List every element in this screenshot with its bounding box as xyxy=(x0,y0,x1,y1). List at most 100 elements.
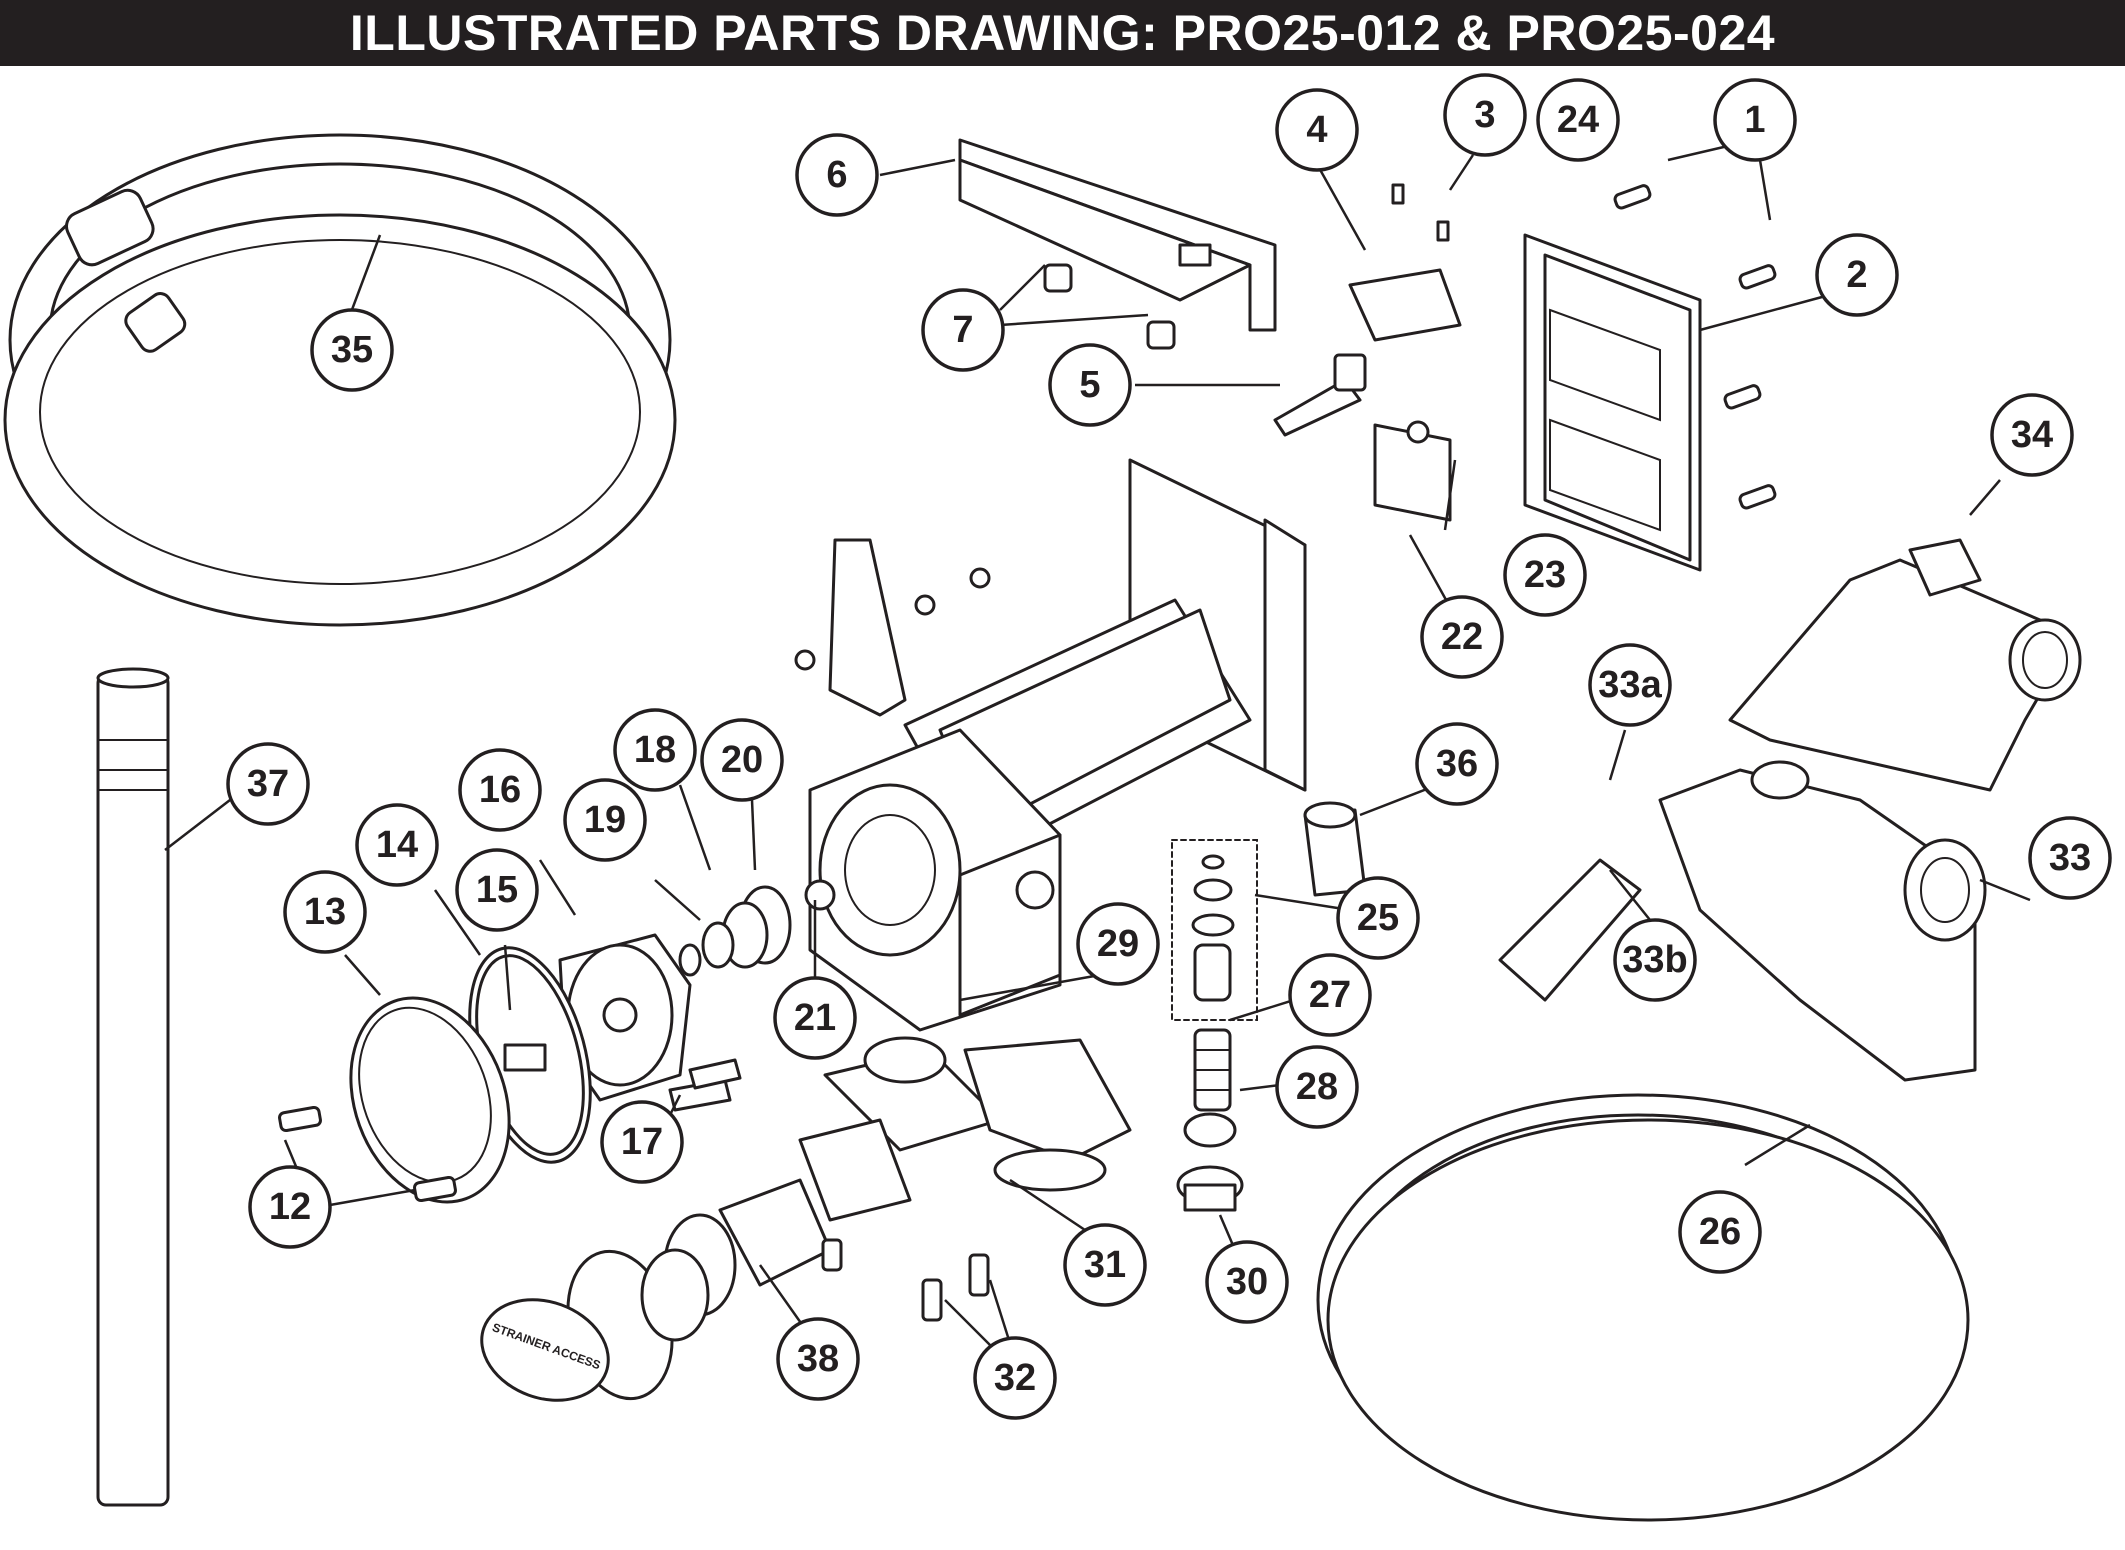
callout-circle xyxy=(355,803,439,887)
callout-21: 21 xyxy=(773,976,857,1060)
callout-circle xyxy=(563,778,647,862)
callout-24: 24 xyxy=(1536,78,1620,162)
callout-circle xyxy=(1443,73,1527,157)
hose-coil-26 xyxy=(1316,1093,1970,1522)
callout-circle xyxy=(1275,88,1359,172)
fitting-36 xyxy=(1303,801,1367,897)
callout-30: 30 xyxy=(1205,1240,1289,1324)
callout-circle xyxy=(248,1165,332,1249)
page-title: ILLUSTRATED PARTS DRAWING: PRO25-012 & P… xyxy=(349,5,1776,61)
callout-label: 31 xyxy=(1084,1244,1126,1286)
bracket-6 xyxy=(958,138,1277,332)
callout-circle xyxy=(455,848,539,932)
callout-6: 6 xyxy=(795,133,879,217)
callout-label: 24 xyxy=(1557,99,1599,141)
callout-circle xyxy=(1588,643,1672,727)
callout-circle xyxy=(776,1317,860,1401)
callout-circle xyxy=(1503,533,1587,617)
cover-plate-24 xyxy=(1523,233,1702,572)
callout-label: 36 xyxy=(1436,743,1478,785)
callout-37: 37 xyxy=(226,742,310,826)
suction-tube-37 xyxy=(96,667,170,1507)
callout-label: 32 xyxy=(994,1357,1036,1399)
callout-26: 26 xyxy=(1678,1190,1762,1274)
callout-4: 4 xyxy=(1275,88,1359,172)
manifold-31 xyxy=(798,1036,1132,1222)
callout-36: 36 xyxy=(1415,722,1499,806)
callout-33a: 33a xyxy=(1588,643,1672,727)
callout-label: 2 xyxy=(1846,254,1867,296)
parts-drawing: STRAINER ACCESS xyxy=(3,73,2112,1522)
valve-stack-25 xyxy=(1171,839,1258,1021)
callout-circle xyxy=(1288,953,1372,1037)
callout-29: 29 xyxy=(1076,902,1160,986)
callout-circle xyxy=(1076,902,1160,986)
callout-15: 15 xyxy=(455,848,539,932)
cover-13 xyxy=(349,996,511,1204)
callout-34: 34 xyxy=(1990,393,2074,477)
callout-circle xyxy=(1063,1223,1147,1307)
callout-circle xyxy=(795,133,879,217)
callout-circle xyxy=(1420,595,1504,679)
plug-30 xyxy=(1176,1165,1244,1212)
nozzle-34 xyxy=(1728,538,2082,792)
callout-31: 31 xyxy=(1063,1223,1147,1307)
screws-1 xyxy=(1613,184,1777,510)
callout-33: 33 xyxy=(2028,816,2112,900)
callout-label: 34 xyxy=(2011,414,2053,456)
spring-27 xyxy=(1193,1028,1232,1112)
callout-7: 7 xyxy=(921,288,1005,372)
callout-label: 3 xyxy=(1474,94,1495,136)
callout-circle xyxy=(600,1100,684,1184)
vanes-17 xyxy=(668,1058,742,1112)
callout-circle xyxy=(1990,393,2074,477)
callout-label: 5 xyxy=(1079,364,1100,406)
title-bar: ILLUSTRATED PARTS DRAWING: PRO25-012 & P… xyxy=(0,0,2125,66)
bolts-7 xyxy=(1043,263,1176,350)
callout-16: 16 xyxy=(458,748,542,832)
callout-circle xyxy=(283,870,367,954)
callout-13: 13 xyxy=(283,870,367,954)
callout-circle xyxy=(1205,1240,1289,1324)
callout-circle xyxy=(973,1336,1057,1420)
callout-label: 1 xyxy=(1744,99,1765,141)
callout-circle xyxy=(1048,343,1132,427)
callout-layer: 1234567121314151617181920212223242526272… xyxy=(226,73,2112,1420)
callout-circle xyxy=(1275,1045,1359,1129)
callout-circle xyxy=(613,708,697,792)
callout-label: 33b xyxy=(1622,939,1687,981)
callout-5: 5 xyxy=(1048,343,1132,427)
callout-35: 35 xyxy=(310,308,394,392)
callout-circle xyxy=(1536,78,1620,162)
callout-23: 23 xyxy=(1503,533,1587,617)
bolts-32 xyxy=(821,1238,990,1322)
callout-circle xyxy=(1815,233,1899,317)
callout-25: 25 xyxy=(1336,876,1420,960)
callout-label: 12 xyxy=(269,1186,311,1228)
bolts-12 xyxy=(278,1105,457,1203)
callout-38: 38 xyxy=(776,1317,860,1401)
callout-label: 29 xyxy=(1097,923,1139,965)
callout-17: 17 xyxy=(600,1100,684,1184)
breaker-23 xyxy=(1373,420,1452,522)
callout-label: 18 xyxy=(634,729,676,771)
callout-label: 28 xyxy=(1296,1066,1338,1108)
callout-circle xyxy=(1415,722,1499,806)
callout-22: 22 xyxy=(1420,595,1504,679)
callout-circle xyxy=(1336,876,1420,960)
callout-circle xyxy=(310,308,394,392)
callout-32: 32 xyxy=(973,1336,1057,1420)
motor-assembly xyxy=(808,458,1307,1032)
callout-circle xyxy=(921,288,1005,372)
callout-14: 14 xyxy=(355,803,439,887)
callout-label: 23 xyxy=(1524,554,1566,596)
strainer-cap: STRAINER ACCESS xyxy=(480,1298,610,1402)
gasket-bracket xyxy=(794,538,991,717)
callout-2: 2 xyxy=(1815,233,1899,317)
nozzle-33 xyxy=(1498,760,1987,1082)
callout-circle xyxy=(2028,816,2112,900)
rotor-16 xyxy=(558,933,692,1102)
callout-27: 27 xyxy=(1288,953,1372,1037)
callout-3: 3 xyxy=(1443,73,1527,157)
callout-circle xyxy=(458,748,542,832)
